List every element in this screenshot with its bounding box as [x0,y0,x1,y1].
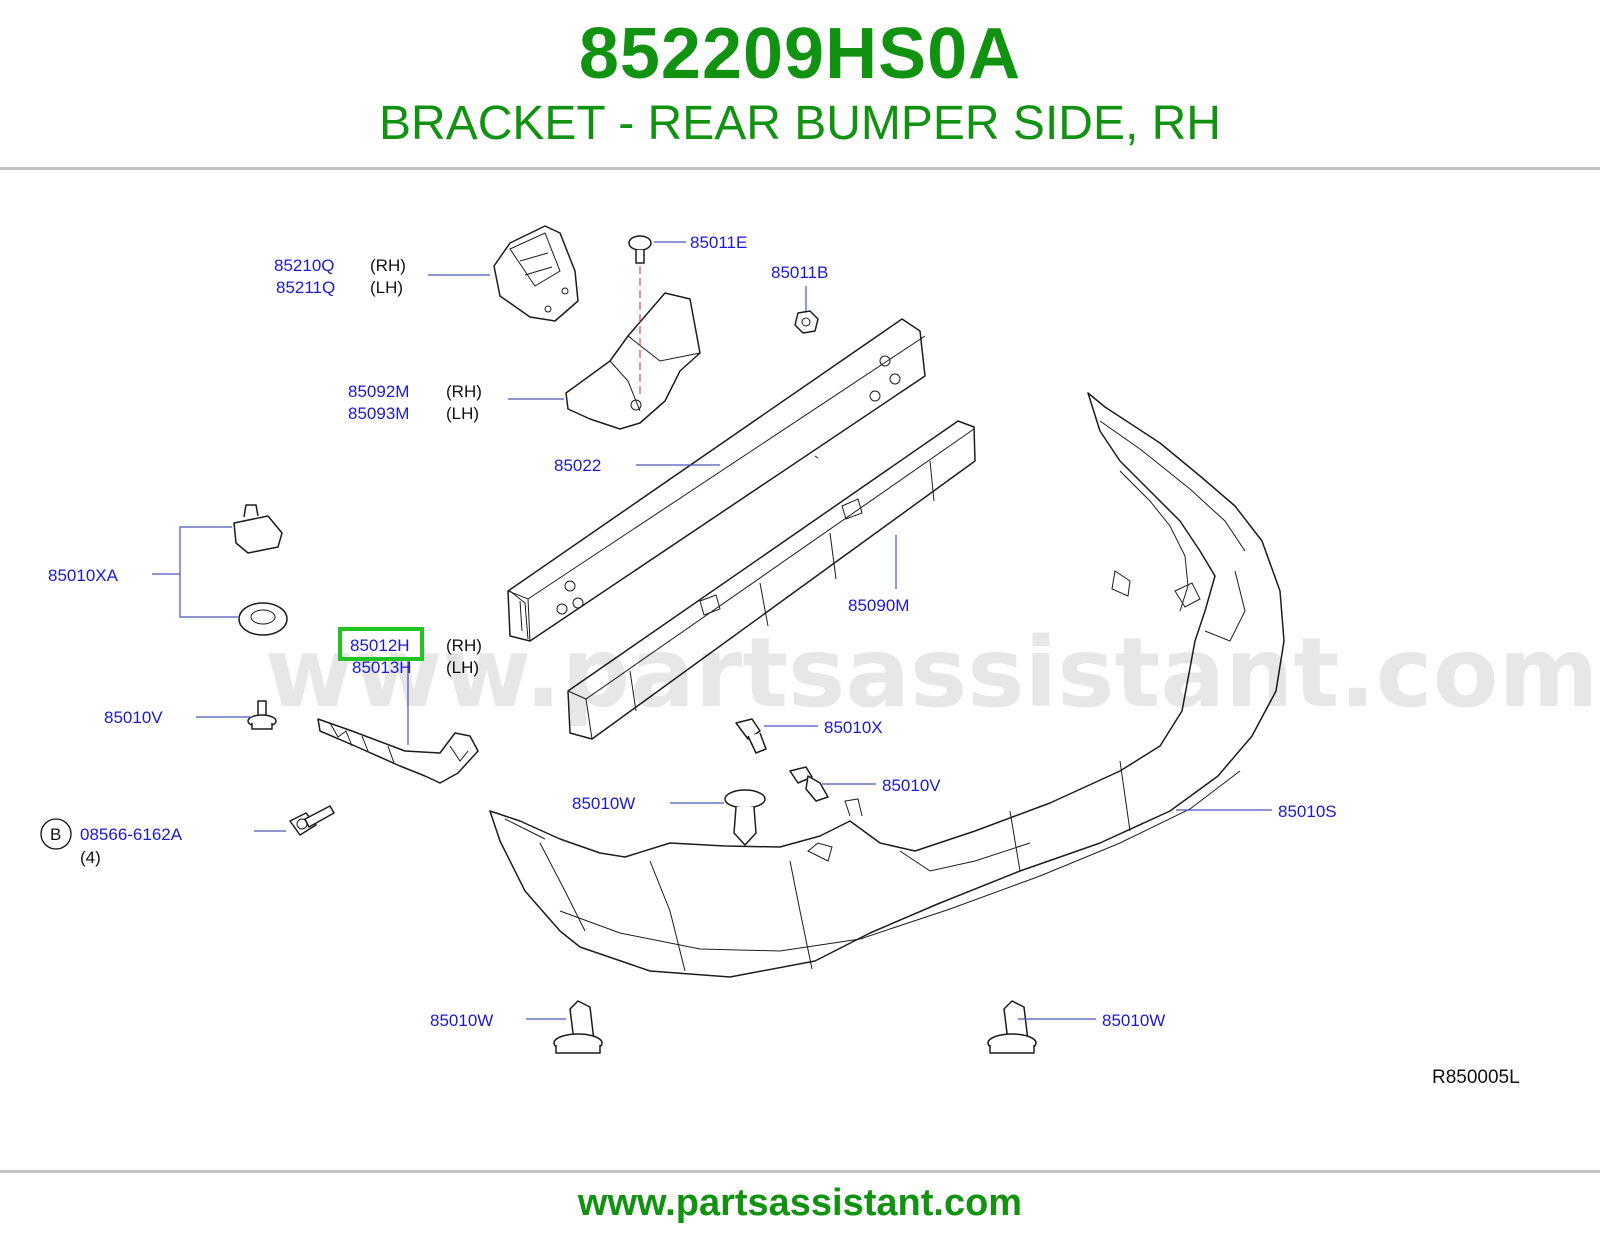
bolt-08566 [289,805,335,836]
label-85012h-side: (RH) [446,636,482,655]
label-85210q: 85210Q [274,256,335,275]
label-85090m: 85090M [848,596,909,615]
label-85211q-side: (LH) [370,278,403,297]
clip-85010w-mid [724,789,766,846]
footer-url[interactable]: www.partsassistant.com [577,1182,1023,1224]
label-85013h-side: (LH) [446,658,479,677]
label-85010v-right: 85010V [882,776,941,795]
highlight-box [338,627,424,661]
nut-85011b [794,310,819,334]
header: 852209HS0A BRACKET - REAR BUMPER SIDE, R… [0,0,1600,168]
top-divider [0,167,1600,170]
clip-85011e [628,235,652,397]
label-85210q-side: (RH) [370,256,406,275]
side-bracket-85012h [317,718,479,784]
label-08566-qty: (4) [80,848,101,867]
part-number-title: 852209HS0A [578,14,1022,94]
label-85092m: 85092M [348,382,409,401]
label-85013h: 85013H [352,658,412,677]
label-85010w-bottom-left: 85010W [430,1011,493,1030]
label-85022: 85022 [554,456,601,475]
label-85093m-side: (LH) [446,404,479,423]
label-85010x: 85010X [824,718,883,737]
label-85011e: 85011E [690,233,747,252]
grommets-85010xa [233,504,288,636]
label-85010w-mid: 85010W [572,794,635,813]
watermark: www.partsassistant.com [265,617,1599,729]
clip-85010x [735,718,767,754]
bumper-reinforcement [507,318,926,642]
bolt-circle-icon [40,818,72,850]
label-85010v-left: 85010V [104,708,163,727]
label-85010xa: 85010XA [48,566,119,585]
bracket-85210q [493,225,579,322]
diagram-reference-code: R850005L [1432,1067,1520,1088]
label-85010s: 85010S [1278,802,1337,821]
part-description: BRACKET - REAR BUMPER SIDE, RH [379,97,1221,150]
clip-85010v-left [247,700,277,730]
bumper-fascia [489,392,1285,978]
clip-85010v-right [789,766,829,802]
label-08566: 08566-6162A [80,825,183,844]
label-85010w-bottom-right: 85010W [1102,1011,1165,1030]
bottom-divider [0,1170,1600,1173]
leader-lines [152,241,1272,1020]
parts-diagram: www.partsassistant.com 85210Q (RH) 85211… [40,225,1599,1088]
energy-absorber [567,420,976,740]
clip-85010w-bottom-left [553,1000,603,1054]
label-85012h[interactable]: 85012H [350,636,410,655]
label-bolt-circle: B [50,825,61,844]
label-85092m-side: (RH) [446,382,482,401]
side-bracket-85092m [565,292,701,430]
label-85093m: 85093M [348,404,409,423]
label-85011b: 85011B [771,263,828,282]
clip-85010w-bottom-right [987,1000,1037,1054]
label-85211q: 85211Q [276,278,335,297]
